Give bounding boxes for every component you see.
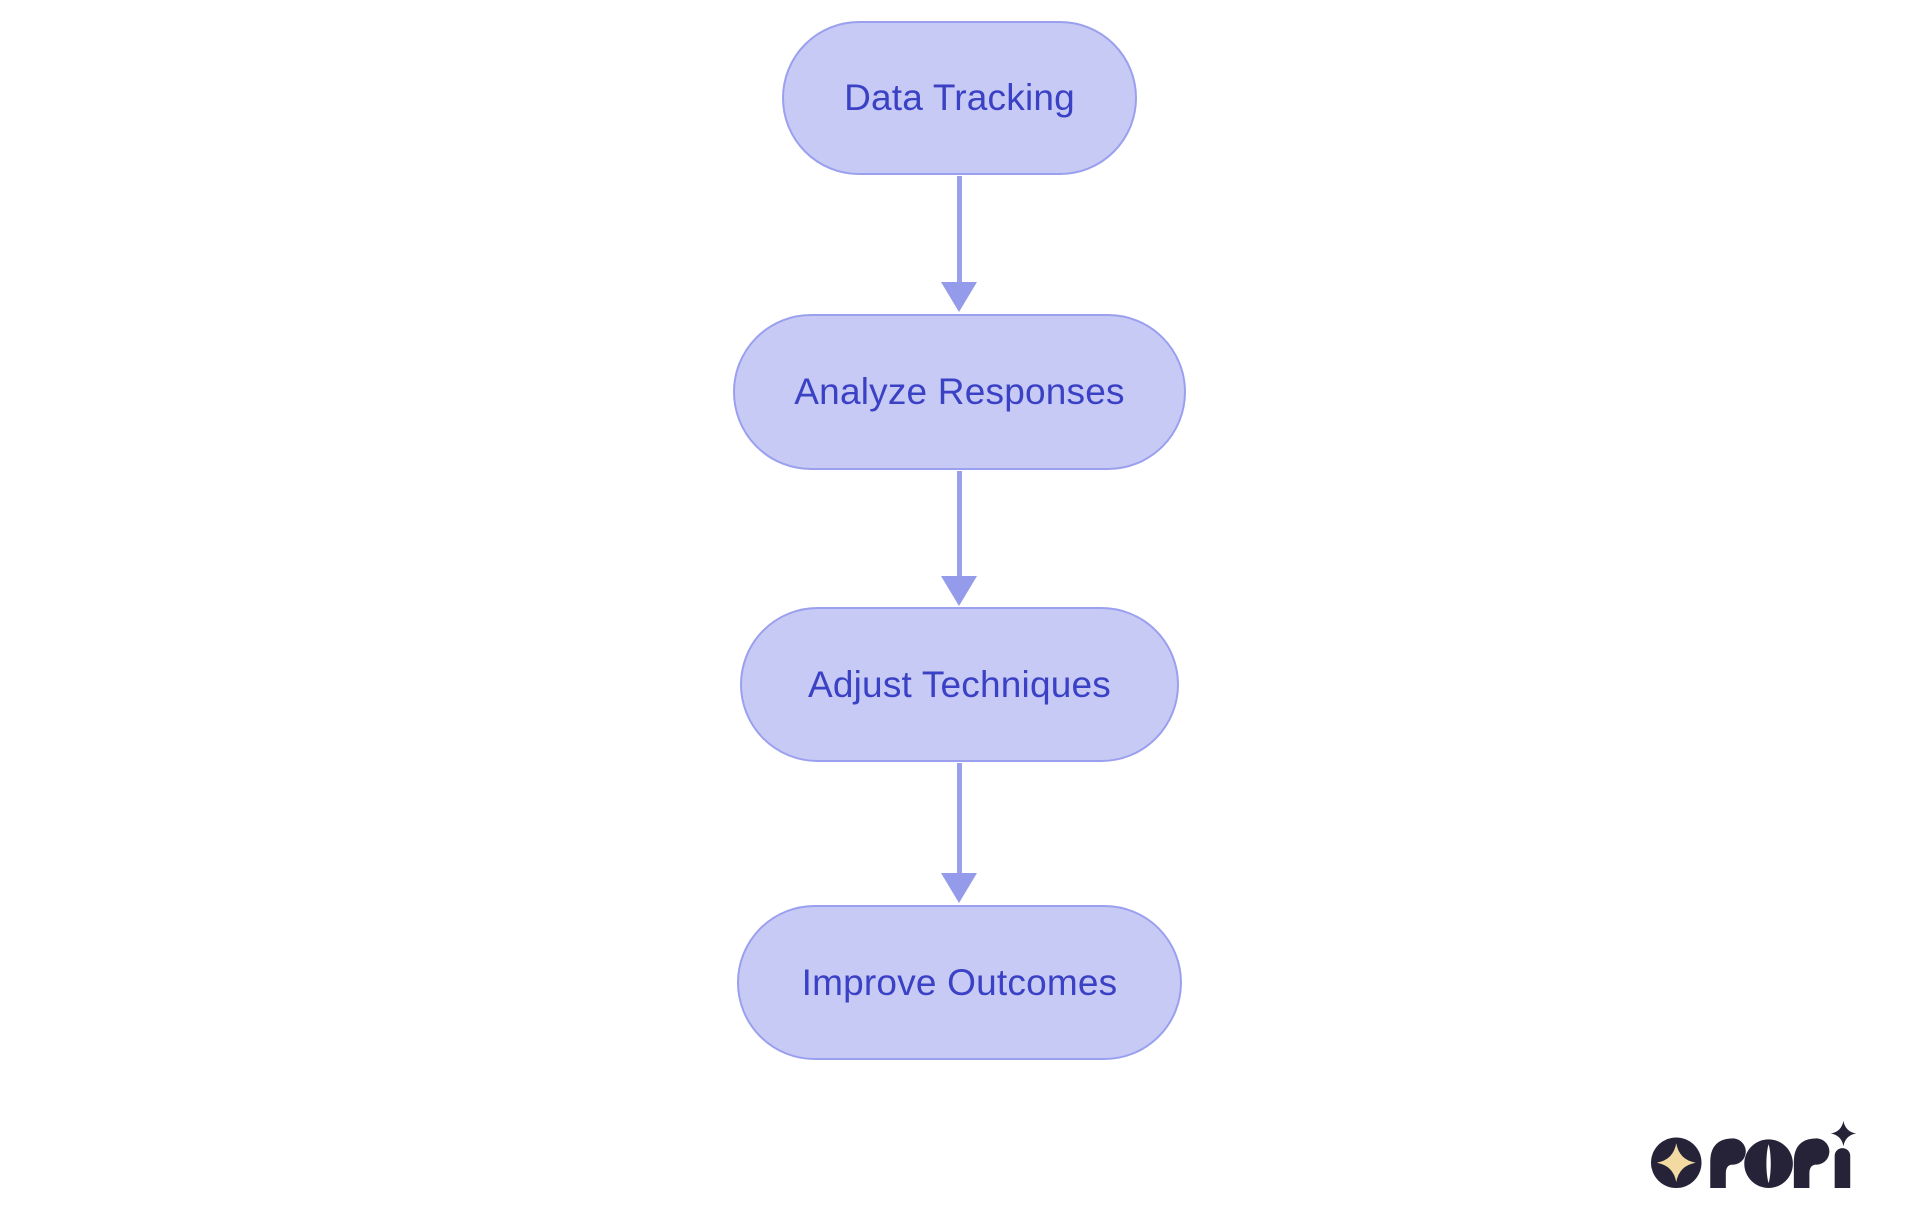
arrow-head-icon — [941, 873, 977, 903]
node-label-improve-outcomes: Improve Outcomes — [801, 961, 1118, 1003]
flow-node-data-tracking: Data Tracking — [782, 21, 1137, 175]
flow-node-analyze-responses: Analyze Responses — [733, 314, 1186, 470]
logo-letter-r — [1710, 1138, 1746, 1188]
node-label-analyze-responses: Analyze Responses — [794, 371, 1125, 412]
flow-arrow-1 — [941, 176, 978, 312]
arrow-line — [957, 176, 962, 284]
arrow-line — [957, 471, 962, 578]
logo-letter-i — [1830, 1120, 1857, 1188]
arrow-line — [957, 763, 962, 875]
arrow-head-icon — [941, 282, 977, 312]
logo-letter-o — [1744, 1139, 1793, 1188]
node-label-data-tracking: Data Tracking — [844, 77, 1075, 118]
rori-logo — [1650, 1116, 1858, 1190]
node-label-adjust-techniques: Adjust Techniques — [807, 663, 1112, 705]
flow-arrow-2 — [941, 471, 978, 606]
arrow-head-icon — [941, 576, 977, 606]
flow-node-adjust-techniques: Adjust Techniques — [740, 607, 1179, 762]
flow-node-improve-outcomes: Improve Outcomes — [737, 905, 1182, 1060]
star-badge-icon — [1650, 1137, 1702, 1188]
logo-letter-r2 — [1793, 1138, 1830, 1188]
flow-arrow-3 — [941, 763, 978, 903]
